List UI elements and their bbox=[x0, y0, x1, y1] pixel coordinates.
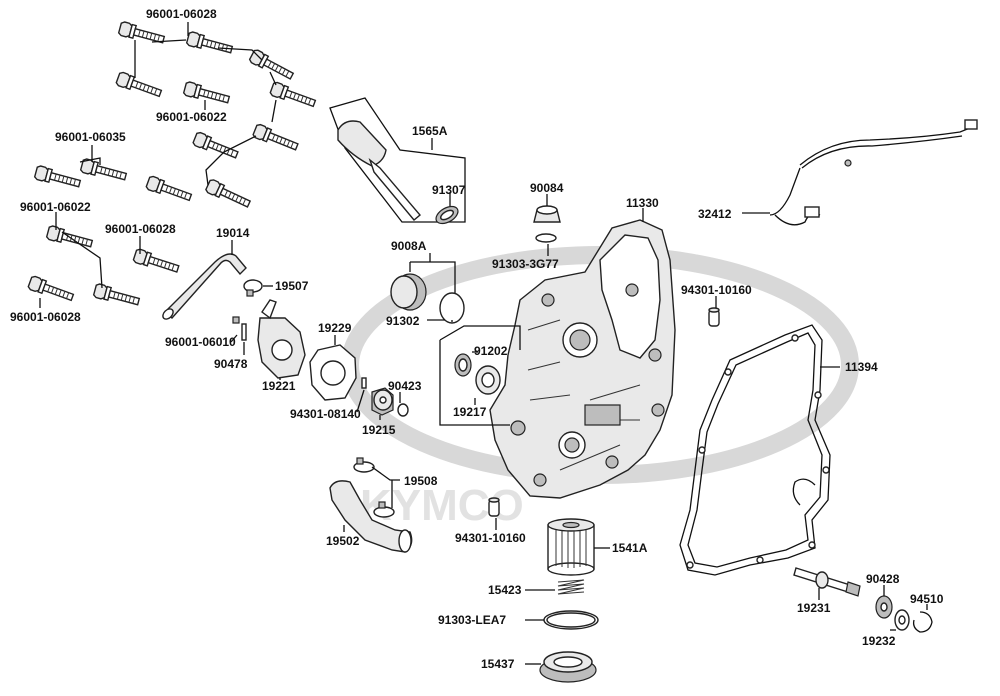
label-96001-06028-a: 96001-06028 bbox=[146, 7, 217, 21]
label-9008A: 9008A bbox=[391, 239, 427, 253]
water-pump-cover bbox=[257, 299, 306, 380]
label-19508: 19508 bbox=[404, 474, 438, 488]
right-crankcase-cover bbox=[489, 219, 676, 499]
label-19232: 19232 bbox=[862, 634, 896, 648]
washer-90428 bbox=[875, 585, 893, 619]
callout-96001-06028-mid: 96001-06028 bbox=[105, 222, 176, 254]
bolt-link-lines bbox=[61, 39, 277, 289]
dowel-pin-lower bbox=[488, 497, 500, 530]
label-91302: 91302 bbox=[386, 314, 420, 328]
label-94301-10160-a: 94301-10160 bbox=[681, 283, 752, 297]
callout-96001-06022-left: 96001-06022 bbox=[20, 200, 91, 230]
circlip-94510 bbox=[912, 604, 933, 633]
label-19221: 19221 bbox=[262, 379, 296, 393]
label-11330: 11330 bbox=[626, 196, 659, 210]
hose-clamp-upper bbox=[243, 279, 273, 297]
label-15437: 15437 bbox=[481, 657, 515, 671]
label-96001-06022-b: 96001-06022 bbox=[20, 200, 91, 214]
pump-shaft bbox=[793, 567, 861, 600]
label-19502: 19502 bbox=[326, 534, 360, 548]
cover-gasket bbox=[679, 324, 840, 576]
label-19507: 19507 bbox=[275, 279, 309, 293]
label-11394: 11394 bbox=[845, 360, 878, 374]
filter-cap bbox=[525, 651, 597, 683]
water-hose-upper bbox=[162, 240, 247, 320]
label-91303-3G77: 91303-3G77 bbox=[492, 257, 559, 271]
callout-96001-06035: 96001-06035 bbox=[55, 130, 126, 162]
label-19014: 19014 bbox=[216, 226, 250, 240]
callout-96001-06028-top: 96001-06028 bbox=[146, 7, 217, 36]
leader-94301-08140 bbox=[356, 389, 365, 413]
label-94301-10160-b: 94301-10160 bbox=[455, 531, 526, 545]
label-19217: 19217 bbox=[453, 405, 487, 419]
wire-harness bbox=[742, 119, 978, 226]
washer-19232 bbox=[890, 609, 910, 631]
label-96001-06028-c: 96001-06028 bbox=[10, 310, 81, 324]
label-15423: 15423 bbox=[488, 583, 522, 597]
oil-filter bbox=[547, 518, 610, 576]
label-19215: 19215 bbox=[362, 423, 396, 437]
label-94510: 94510 bbox=[910, 592, 944, 606]
callout-96001-06028-bottom: 96001-06028 bbox=[10, 298, 81, 324]
hose-clamps-lower bbox=[353, 457, 400, 518]
impeller bbox=[361, 377, 409, 420]
label-32412: 32412 bbox=[698, 207, 732, 221]
pump-gasket bbox=[309, 335, 357, 401]
filter-o-ring bbox=[525, 610, 599, 630]
label-90478: 90478 bbox=[214, 357, 248, 371]
label-1541A: 1541A bbox=[612, 541, 648, 555]
callout-11330: 11330 bbox=[626, 196, 659, 222]
bolt-group-top bbox=[26, 20, 318, 310]
label-91303-LEA7: 91303-LEA7 bbox=[438, 613, 506, 627]
label-90084: 90084 bbox=[530, 181, 564, 195]
label-91202: 91202 bbox=[474, 344, 508, 358]
small-bolt-90478 bbox=[232, 316, 247, 355]
label-96001-06028-b: 96001-06028 bbox=[105, 222, 176, 236]
leader-96001-06010 bbox=[230, 334, 238, 343]
callout-91307: 91307 bbox=[432, 183, 466, 206]
label-19231: 19231 bbox=[797, 601, 831, 615]
oil-dipstick bbox=[329, 97, 466, 225]
label-96001-06022-a: 96001-06022 bbox=[156, 110, 227, 124]
seal-bearing-box bbox=[439, 325, 521, 426]
label-19229: 19229 bbox=[318, 321, 352, 335]
label-90428: 90428 bbox=[866, 572, 900, 586]
dowel-pin-right bbox=[708, 296, 720, 327]
cap-set bbox=[390, 253, 465, 324]
water-hose-lower bbox=[329, 480, 413, 553]
callout-96001-06022-top: 96001-06022 bbox=[156, 100, 227, 124]
label-91307: 91307 bbox=[432, 183, 466, 197]
label-1565A: 1565A bbox=[412, 124, 448, 138]
drain-plug bbox=[533, 194, 561, 256]
label-96001-06010: 96001-06010 bbox=[165, 335, 236, 349]
filter-spring bbox=[525, 579, 585, 595]
label-94301-08140: 94301-08140 bbox=[290, 407, 361, 421]
label-96001-06035: 96001-06035 bbox=[55, 130, 126, 144]
label-90423: 90423 bbox=[388, 379, 422, 393]
callout-1565A: 1565A bbox=[412, 124, 448, 150]
